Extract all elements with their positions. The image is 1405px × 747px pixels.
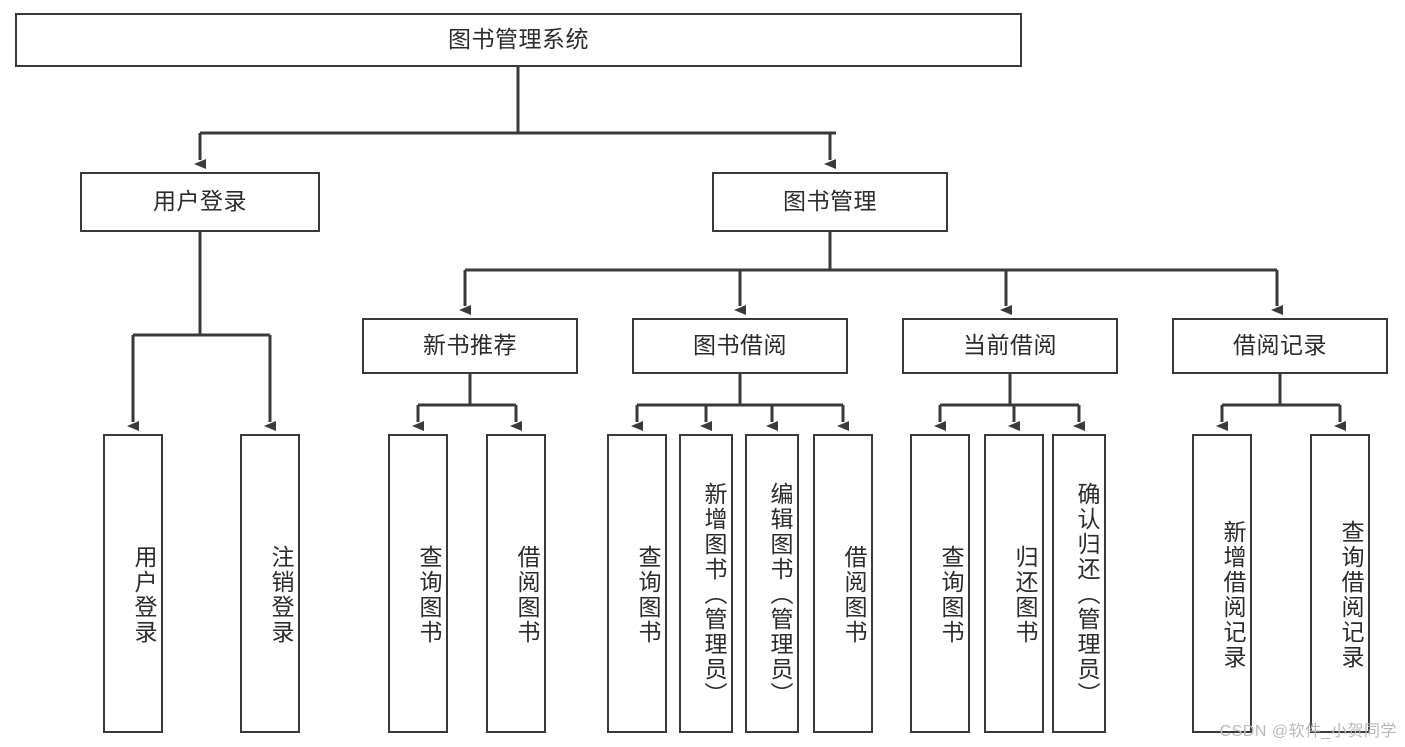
- node-leaf-current-return-book[interactable]: 归还图书: [984, 434, 1044, 733]
- node-leaf-current-query-book-label: 查询图书: [938, 544, 964, 645]
- node-user-login-group-label: 用户登录: [153, 188, 247, 215]
- node-new-book-recommend-label: 新书推荐: [423, 332, 517, 359]
- node-new-book-recommend[interactable]: 新书推荐: [362, 318, 578, 374]
- node-borrow-record-label: 借阅记录: [1233, 332, 1327, 359]
- node-leaf-borrow-lend-book[interactable]: 借阅图书: [813, 434, 873, 733]
- node-leaf-record-query[interactable]: 查询借阅记录: [1310, 434, 1370, 733]
- node-leaf-record-add-label: 新增借阅记录: [1220, 519, 1246, 670]
- node-leaf-record-query-label: 查询借阅记录: [1338, 519, 1364, 670]
- node-leaf-borrow-edit-book[interactable]: 编辑图书（管理员）: [745, 434, 799, 733]
- node-leaf-user-login-label: 用户登录: [131, 544, 157, 645]
- node-leaf-new-borrow-book[interactable]: 借阅图书: [486, 434, 546, 733]
- node-book-management[interactable]: 图书管理: [712, 172, 948, 232]
- node-leaf-borrow-add-book[interactable]: 新增图书（管理员）: [679, 434, 733, 733]
- node-book-borrow[interactable]: 图书借阅: [632, 318, 848, 374]
- node-current-borrow-label: 当前借阅: [963, 332, 1057, 359]
- node-book-borrow-label: 图书借阅: [693, 332, 787, 359]
- node-leaf-current-confirm-return-label: 确认归还（管理员）: [1074, 482, 1100, 707]
- node-leaf-new-borrow-book-label: 借阅图书: [514, 544, 540, 645]
- node-leaf-record-add[interactable]: 新增借阅记录: [1192, 434, 1252, 733]
- node-book-management-label: 图书管理: [783, 188, 877, 215]
- node-leaf-new-query-book[interactable]: 查询图书: [388, 434, 448, 733]
- node-leaf-current-query-book[interactable]: 查询图书: [910, 434, 970, 733]
- node-current-borrow[interactable]: 当前借阅: [902, 318, 1118, 374]
- node-borrow-record[interactable]: 借阅记录: [1172, 318, 1388, 374]
- node-leaf-current-confirm-return[interactable]: 确认归还（管理员）: [1052, 434, 1106, 733]
- node-leaf-user-logout[interactable]: 注销登录: [240, 434, 300, 733]
- node-leaf-borrow-edit-book-label: 编辑图书（管理员）: [767, 482, 793, 707]
- node-leaf-user-logout-label: 注销登录: [268, 544, 294, 645]
- node-leaf-new-query-book-label: 查询图书: [416, 544, 442, 645]
- node-leaf-borrow-add-book-label: 新增图书（管理员）: [701, 482, 727, 707]
- node-leaf-borrow-lend-book-label: 借阅图书: [841, 544, 867, 645]
- node-leaf-borrow-query-book[interactable]: 查询图书: [607, 434, 667, 733]
- node-root[interactable]: 图书管理系统: [15, 13, 1022, 67]
- node-leaf-borrow-query-book-label: 查询图书: [635, 544, 661, 645]
- watermark: CSDN @软件_小贺同学: [1219, 723, 1397, 740]
- node-root-label: 图书管理系统: [448, 26, 589, 53]
- node-user-login-group[interactable]: 用户登录: [80, 172, 320, 232]
- node-leaf-user-login[interactable]: 用户登录: [103, 434, 163, 733]
- node-leaf-current-return-book-label: 归还图书: [1012, 544, 1038, 645]
